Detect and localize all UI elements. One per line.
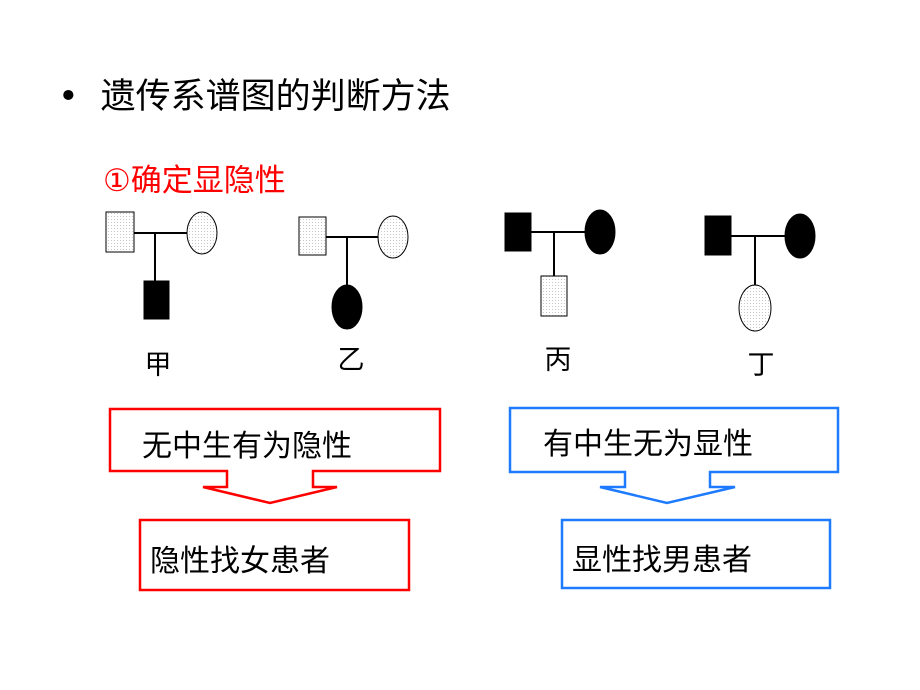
- dominant-rule: 有中生无为显性: [543, 427, 753, 462]
- mother-affected: [784, 213, 816, 259]
- child-affected-male: [143, 280, 170, 320]
- label-bing: 丙: [544, 345, 572, 376]
- pedigree-ding: [704, 213, 816, 332]
- recessive-rule: 无中生有为隐性: [142, 429, 352, 464]
- child-affected-female: [331, 284, 363, 330]
- pedigree-yi: [298, 215, 409, 330]
- recessive-callout: [108, 407, 442, 592]
- mother-affected: [584, 209, 616, 255]
- father-unaffected: [298, 216, 327, 256]
- title-text: 遗传系谱图的判断方法: [100, 77, 451, 117]
- mother-unaffected: [186, 211, 218, 255]
- dominant-hint-box: [560, 518, 832, 590]
- label-ding: 丁: [747, 350, 775, 381]
- bullet: •: [58, 77, 79, 117]
- dominant-callout: [508, 406, 840, 590]
- pedigree-jia: [105, 211, 218, 320]
- subtitle: ①确定显隐性: [103, 163, 286, 199]
- child-unaffected-female: [738, 284, 772, 332]
- father-affected: [704, 215, 732, 256]
- recessive-hint-box: [138, 518, 411, 592]
- label-yi: 乙: [337, 345, 365, 376]
- dominant-hint: 显性找男患者: [572, 543, 752, 578]
- pedigree-bing: [504, 209, 616, 317]
- mother-unaffected: [377, 215, 409, 259]
- father-affected: [504, 212, 532, 252]
- recessive-hint: 隐性找女患者: [150, 544, 330, 579]
- page-title: • 遗传系谱图的判断方法: [58, 68, 451, 119]
- child-unaffected-male: [540, 275, 568, 317]
- father-unaffected: [105, 211, 135, 253]
- label-jia: 甲: [144, 350, 172, 381]
